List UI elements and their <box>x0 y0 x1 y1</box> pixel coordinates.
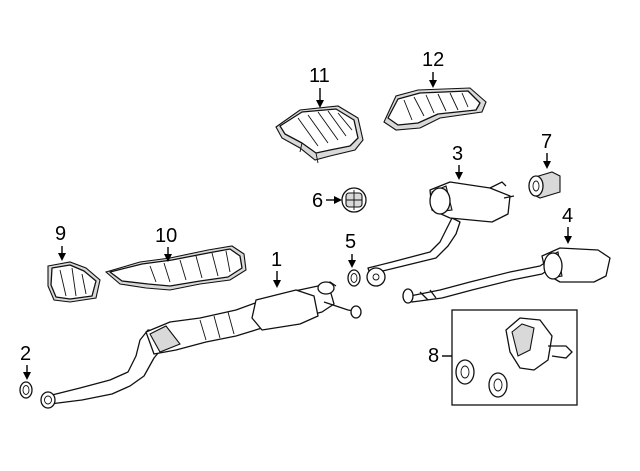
svg-text:3: 3 <box>452 143 463 165</box>
heat-shield-part-12[interactable] <box>383 87 487 131</box>
gasket-part-5[interactable] <box>347 269 361 287</box>
insulator-part-7[interactable] <box>528 171 561 199</box>
svg-text:7: 7 <box>541 131 552 153</box>
heat-shield-part-9[interactable] <box>47 261 101 303</box>
callout-3: 3 <box>452 143 463 180</box>
tailpipe-muffler-part-4[interactable] <box>402 247 611 304</box>
front-pipe-part-1[interactable] <box>40 281 362 409</box>
svg-text:11: 11 <box>309 65 330 87</box>
gasket-part-2[interactable] <box>19 381 33 399</box>
callout-2: 2 <box>20 343 31 380</box>
callout-12: 12 <box>422 49 444 88</box>
hanger-kit-part-8[interactable] <box>451 309 578 406</box>
callout-10: 10 <box>155 225 177 262</box>
callout-6: 6 <box>312 190 342 212</box>
svg-text:2: 2 <box>20 343 31 365</box>
callout-9: 9 <box>55 223 66 261</box>
svg-text:4: 4 <box>562 205 573 227</box>
hanger-part-6[interactable] <box>341 187 367 213</box>
svg-text:6: 6 <box>312 190 323 212</box>
svg-text:1: 1 <box>271 249 282 271</box>
svg-text:5: 5 <box>345 231 356 253</box>
callout-1: 1 <box>271 249 282 288</box>
svg-text:10: 10 <box>155 225 177 247</box>
callout-5: 5 <box>345 231 356 268</box>
center-muffler-part-3[interactable] <box>366 181 515 287</box>
callout-8: 8 <box>428 345 452 367</box>
svg-text:8: 8 <box>428 345 439 367</box>
svg-text:9: 9 <box>55 223 66 245</box>
heat-shield-part-10[interactable] <box>104 245 247 291</box>
svg-text:12: 12 <box>422 49 444 71</box>
heat-shield-part-11[interactable] <box>275 105 364 164</box>
callout-11: 11 <box>309 65 330 108</box>
callout-7: 7 <box>541 131 552 169</box>
callout-4: 4 <box>562 205 573 244</box>
